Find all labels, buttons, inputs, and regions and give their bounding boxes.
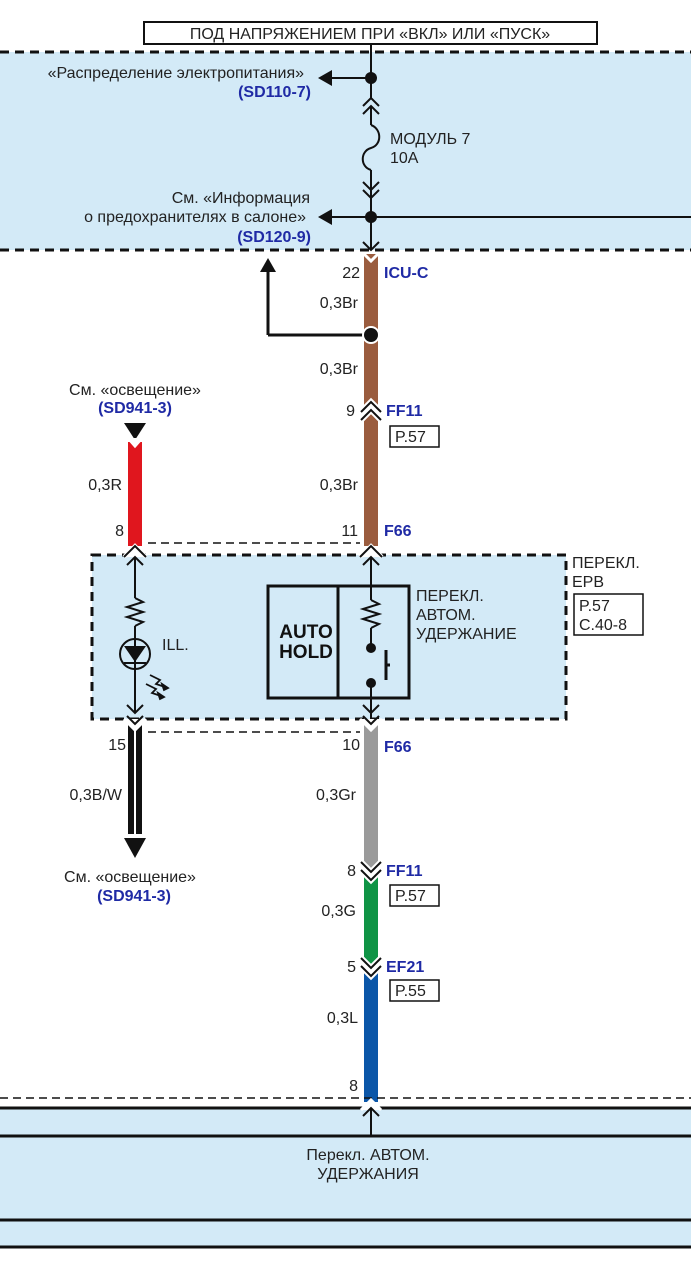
gauge-label: 0,3L xyxy=(327,1010,358,1027)
wire-segment-gray xyxy=(364,722,378,868)
pin-8-bottom: 8 xyxy=(349,1078,358,1095)
left-wire-bottom xyxy=(122,715,148,858)
ref-lighting-bottom: См. «освещение» xyxy=(64,869,196,886)
connector-ef21[interactable]: EF21 xyxy=(386,959,424,976)
connector-ff11-bottom[interactable]: FF11 xyxy=(386,863,423,880)
bottom-module-line2: УДЕРЖАНИЯ xyxy=(317,1166,419,1183)
gauge-label: 0,3Br xyxy=(320,477,359,494)
page-ref[interactable]: P.57 xyxy=(395,888,426,905)
page-ref[interactable]: P.57 xyxy=(395,429,426,446)
light-emission-icon xyxy=(145,674,170,701)
fuse-rating: 10A xyxy=(390,150,419,167)
gauge-label: 0,3Br xyxy=(320,361,359,378)
module-section-ref[interactable]: C.40-8 xyxy=(579,617,627,634)
arrow-up-icon xyxy=(260,258,276,272)
gauge-label: 0,3G xyxy=(321,903,356,920)
pin-8-ff11: 8 xyxy=(347,863,356,880)
wire-segment-red xyxy=(128,442,142,546)
module-name-line2: EPB xyxy=(572,574,604,591)
splice-dot xyxy=(364,328,378,342)
gauge-label: 0,3B/W xyxy=(70,787,123,804)
pin-8: 8 xyxy=(115,523,124,540)
connector-f66-bottom[interactable]: F66 xyxy=(384,739,412,756)
arrow-left-icon xyxy=(318,209,332,225)
bottom-module-line1: Перекл. АВТОМ. xyxy=(306,1147,429,1164)
auto-hold-label-2[interactable]: HOLD xyxy=(279,642,333,663)
switch-name-line3: УДЕРЖАНИЕ xyxy=(416,626,517,643)
main-wire-lower xyxy=(358,715,384,1102)
pin-5: 5 xyxy=(347,959,356,976)
power-header-label: ПОД НАПРЯЖЕНИЕМ ПРИ «ВКЛ» ИЛИ «ПУСК» xyxy=(190,26,550,43)
connector-icu-c[interactable]: ICU-C xyxy=(384,265,429,282)
auto-hold-module-panel xyxy=(0,1097,691,1249)
auto-hold-label-1[interactable]: AUTO xyxy=(279,622,332,643)
ref-code-sd941-bottom[interactable]: (SD941-3) xyxy=(97,888,171,905)
ref-code-sd110[interactable]: (SD110-7) xyxy=(238,84,311,101)
ref-fuse-info-line2: о предохранителях в салоне» xyxy=(84,209,306,226)
pin-22: 22 xyxy=(342,265,360,282)
gauge-label: 0,3R xyxy=(88,477,122,494)
ref-code-sd120[interactable]: (SD120-9) xyxy=(237,229,311,246)
left-wire-top xyxy=(124,423,146,546)
ref-lighting-top: См. «освещение» xyxy=(69,382,201,399)
switch-name-line1: ПЕРЕКЛ. xyxy=(416,588,484,605)
wire-segment-green xyxy=(364,868,378,964)
ref-power-distribution: «Распределение электропитания» xyxy=(48,65,305,82)
module-name-line1: ПЕРЕКЛ. xyxy=(572,555,640,572)
power-header: ПОД НАПРЯЖЕНИЕМ ПРИ «ВКЛ» ИЛИ «ПУСК» xyxy=(143,21,598,45)
module-page-ref[interactable]: P.57 xyxy=(579,598,610,615)
led-icon xyxy=(119,638,151,670)
main-wire xyxy=(260,251,384,546)
connector-ff11[interactable]: FF11 xyxy=(386,403,423,420)
fuse-box-wiring xyxy=(318,44,691,252)
gauge-label: 0,3Br xyxy=(320,295,359,312)
connector-f66[interactable]: F66 xyxy=(384,523,412,540)
arrow-down-icon xyxy=(124,838,146,858)
ref-fuse-info-line1: См. «Информация xyxy=(172,190,310,207)
pin-15: 15 xyxy=(108,737,126,754)
illumination-label: ILL. xyxy=(162,637,189,654)
page-ref[interactable]: P.55 xyxy=(395,983,426,1000)
pin-9: 9 xyxy=(346,403,355,420)
fuse-icon xyxy=(361,124,381,171)
arrow-left-icon xyxy=(318,70,332,86)
fuse-name: МОДУЛЬ 7 xyxy=(390,131,471,148)
auto-hold-switch xyxy=(266,584,411,700)
pin-11: 11 xyxy=(341,523,358,540)
pin-10: 10 xyxy=(342,737,360,754)
switch-name-line2: АВТОМ. xyxy=(416,607,476,624)
gauge-label: 0,3Gr xyxy=(316,787,357,804)
resistor-icon xyxy=(123,597,147,627)
arrow-down-icon xyxy=(124,423,146,440)
epb-switch-panel xyxy=(90,553,568,721)
wire-segment-blue xyxy=(364,964,378,1102)
resistor-icon xyxy=(359,599,383,629)
switch-circuit xyxy=(359,555,390,720)
illumination-circuit xyxy=(119,555,170,715)
ref-code-sd941-top[interactable]: (SD941-3) xyxy=(98,400,172,417)
